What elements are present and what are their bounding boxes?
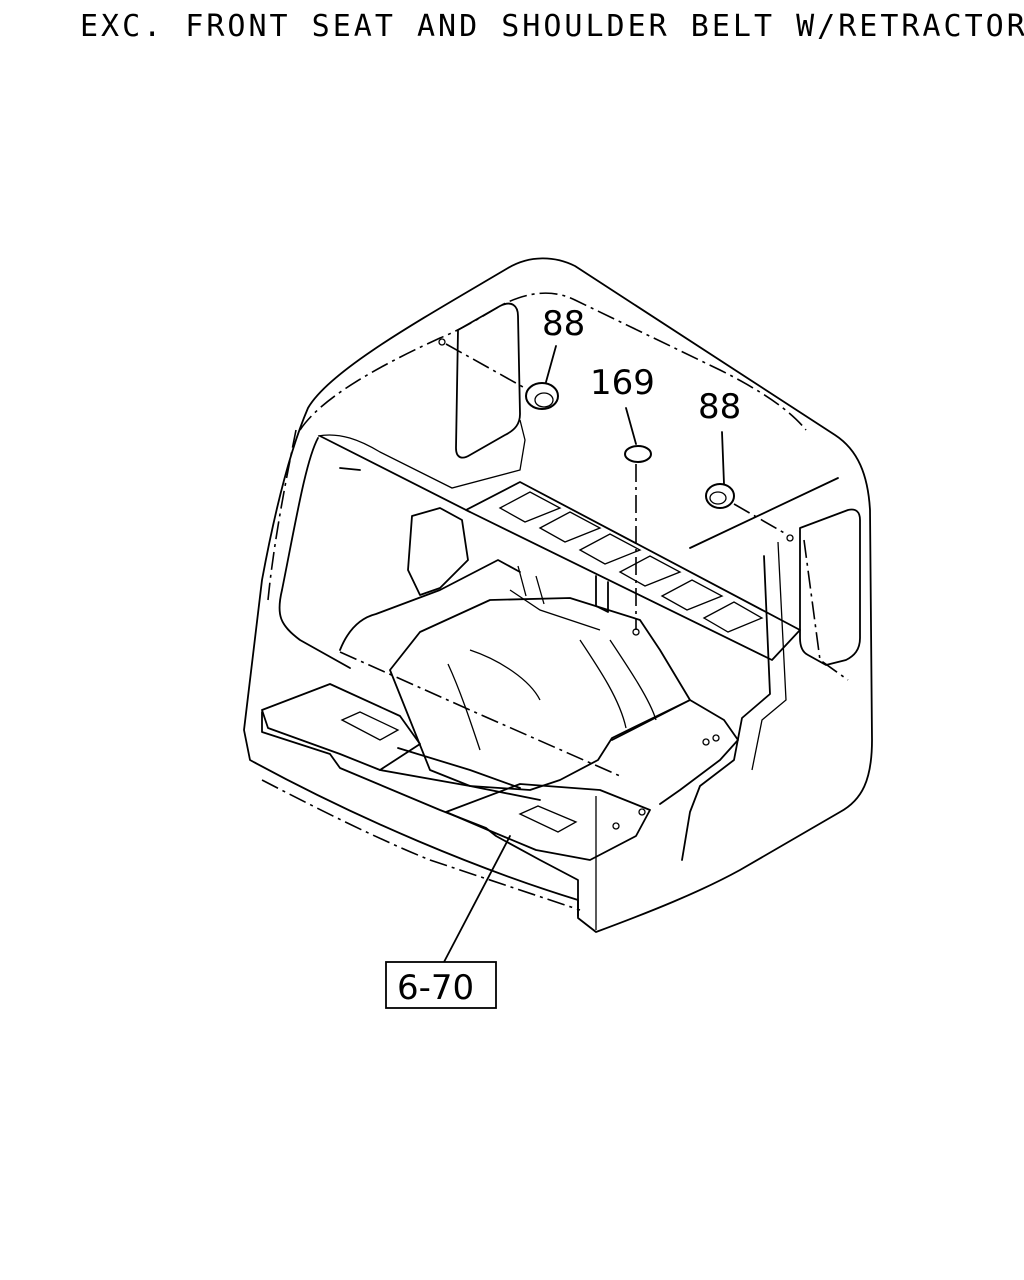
cab-lower-dashline — [339, 651, 621, 777]
sill-slot-3 — [578, 533, 642, 565]
plug-center: 169 — [590, 363, 655, 636]
frame-line-1 — [319, 435, 471, 513]
right-front-floor — [445, 783, 651, 861]
cab-floor-assembly — [243, 257, 873, 933]
grommet-left: 88 — [438, 304, 585, 410]
sill-slot-5 — [660, 579, 724, 611]
floor-hole-4 — [638, 808, 646, 816]
grommet-right-axis — [733, 503, 787, 535]
left-inner-panel — [407, 507, 469, 596]
grommet-right: 88 — [698, 387, 794, 542]
cab-rear-wall-outline — [243, 257, 873, 933]
tunnel-bracket — [595, 575, 609, 613]
cab-right-dashline — [803, 539, 849, 681]
bottom-sill — [261, 711, 579, 917]
plug-part — [624, 445, 652, 463]
right-floor-step — [611, 699, 739, 805]
cab-roof-outline — [299, 292, 807, 431]
grommet-left-axis — [445, 343, 533, 393]
cab-inner-edge — [317, 419, 526, 489]
floor-hole-1 — [702, 738, 710, 746]
sill-slot-4 — [618, 555, 682, 587]
reference-box — [385, 961, 497, 1009]
grommet-right-hole — [786, 534, 794, 542]
tunnel-rib-2 — [535, 575, 545, 605]
frame-line-3 — [339, 467, 361, 471]
left-floor-rail — [379, 769, 541, 801]
left-wheelhouse — [339, 559, 521, 651]
rear-window-right — [799, 508, 861, 666]
grommet-left-leader — [545, 345, 557, 383]
grommet-left-part — [525, 382, 559, 410]
frame-line-2 — [689, 477, 839, 549]
floor-hole-3 — [612, 822, 620, 830]
sill-slot-1 — [498, 491, 562, 523]
tunnel-rib-1 — [517, 565, 527, 597]
tunnel-ridge-5 — [447, 663, 481, 751]
diagram-title: EXC. FRONT SEAT AND SHOULDER BELT W/RETR… — [80, 9, 1024, 44]
right-pillar-2 — [751, 541, 787, 771]
right-pillar — [681, 555, 771, 861]
reference-label: 6-70 — [397, 968, 474, 1008]
plug-leader — [625, 407, 637, 445]
right-floor-slot — [518, 805, 578, 833]
cab-front-dashline — [261, 779, 581, 911]
tunnel-ridge-2 — [579, 639, 627, 729]
callout-88-right: 88 — [698, 387, 741, 427]
rear-window-left — [455, 302, 521, 459]
left-floor-slot — [340, 711, 400, 741]
grommet-right-inner — [709, 491, 727, 505]
left-floor-rail-2 — [397, 747, 521, 789]
tunnel-ridge-1 — [509, 589, 601, 631]
grommet-left-hole — [438, 338, 446, 346]
callout-169: 169 — [590, 363, 655, 403]
tunnel-ridge-3 — [609, 639, 657, 721]
reference-leader — [443, 835, 511, 963]
plug-hole — [632, 628, 640, 636]
callout-88-left: 88 — [542, 304, 585, 344]
sill-slot-6 — [702, 601, 764, 633]
grommet-right-leader — [721, 431, 725, 485]
reference-6-70: 6-70 — [385, 835, 511, 1009]
tunnel-ridge-4 — [469, 649, 541, 701]
left-front-floor — [261, 683, 421, 771]
sill-slot-2 — [538, 511, 602, 543]
left-window — [278, 437, 351, 669]
rear-sill — [465, 481, 801, 661]
grommet-left-inner — [534, 392, 554, 408]
floor-hole-2 — [712, 734, 720, 742]
